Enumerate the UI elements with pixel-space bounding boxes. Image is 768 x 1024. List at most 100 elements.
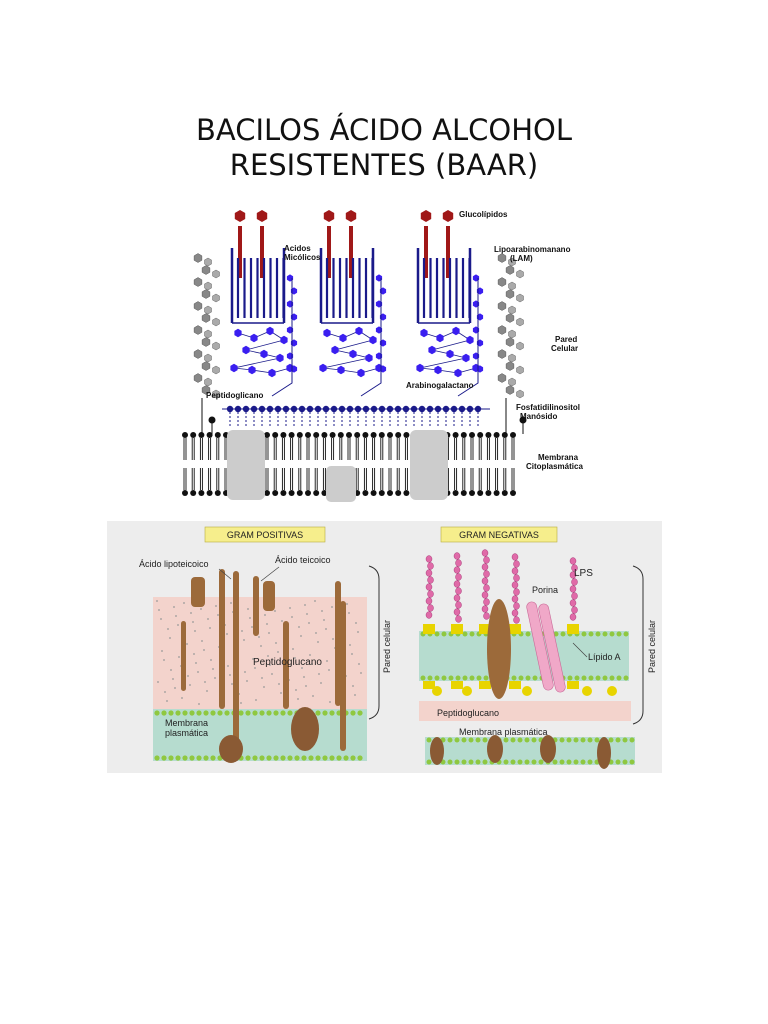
- arabino-link: [271, 278, 293, 397]
- texture-dot: [189, 684, 191, 686]
- lipid-head: [447, 737, 453, 743]
- lam-sugar: [508, 329, 516, 339]
- lipid-head: [378, 490, 385, 496]
- lipid-head: [580, 737, 586, 743]
- texture-dot: [163, 659, 165, 661]
- lipid-head: [573, 737, 579, 743]
- lipid-head: [161, 755, 167, 761]
- lps-sugar: [511, 595, 519, 603]
- lipid-head: [532, 675, 538, 681]
- lps-sugar: [571, 606, 578, 614]
- lipid-head: [224, 710, 230, 716]
- gp-teichoic-rods: [181, 569, 346, 761]
- arabino-sugar: [323, 328, 331, 338]
- lipid-head: [602, 675, 608, 681]
- texture-dot: [325, 628, 327, 630]
- lam-sugar: [204, 353, 212, 363]
- lipid-head: [264, 490, 270, 496]
- texture-dot: [204, 681, 206, 683]
- lps-sugar: [481, 577, 489, 585]
- lipid-head: [455, 675, 461, 681]
- lam-sugar: [508, 305, 516, 315]
- lps-chains: [423, 549, 617, 696]
- lipid-head: [482, 737, 488, 743]
- lipid-head: [517, 737, 523, 743]
- lipid-head: [196, 710, 202, 716]
- lps-sugar: [425, 555, 433, 563]
- arabino-sugar: [434, 365, 442, 375]
- texture-dot: [315, 632, 317, 634]
- label-acidos: Acidos: [284, 244, 311, 253]
- periplasmic-protein: [582, 686, 592, 696]
- texture-dot: [355, 622, 357, 624]
- arabino-sugar: [416, 363, 424, 373]
- lipid-head: [588, 631, 594, 637]
- texture-dot: [217, 614, 219, 616]
- lps-sugar: [511, 553, 519, 561]
- lps-sugar: [455, 573, 462, 581]
- lipid-head: [206, 432, 213, 438]
- lipid-head: [587, 759, 593, 765]
- lipid-head: [475, 759, 481, 765]
- texture-dot: [314, 600, 316, 602]
- lipid-head: [525, 675, 531, 681]
- lipid-head: [203, 710, 209, 716]
- arabino-sugar: [420, 328, 428, 338]
- porina: [538, 603, 566, 693]
- label-pared-2: Celular: [551, 344, 578, 353]
- gram-positive-header: GRAM POSITIVAS: [227, 530, 303, 540]
- lipid-head: [370, 490, 377, 496]
- lipid-head: [524, 737, 530, 743]
- arabino-sugar: [365, 353, 373, 363]
- lam-sugar: [508, 281, 516, 291]
- lam-sugar: [505, 289, 515, 299]
- texture-dot: [209, 627, 211, 629]
- lipid-head: [203, 755, 209, 761]
- texture-dot: [317, 641, 319, 643]
- label-lipido-a: Lípido A: [588, 652, 621, 662]
- arabino-sugar: [349, 349, 357, 359]
- periplasmic-protein: [432, 686, 442, 696]
- lps-sugar: [483, 612, 490, 620]
- lipid-head: [629, 759, 635, 765]
- lipid-head: [280, 710, 286, 716]
- lipid-head: [296, 432, 303, 438]
- lipid-head: [434, 631, 440, 637]
- label-membrana: Membrana Citoplasmática: [526, 453, 583, 471]
- glucolipid-head: [442, 210, 454, 222]
- lipid-head: [273, 710, 279, 716]
- gn-outer-membrane: [419, 631, 629, 681]
- lipid-head: [447, 759, 453, 765]
- lipoprotein: [509, 681, 521, 689]
- lipid-head: [321, 490, 328, 496]
- lipid-head: [354, 432, 361, 438]
- teichoic-rod: [181, 621, 186, 691]
- arabino-sugar: [446, 349, 454, 359]
- texture-dot: [210, 659, 212, 661]
- lps-sugar: [481, 605, 489, 613]
- texture-dot: [241, 630, 243, 632]
- lipid-head: [510, 759, 516, 765]
- porina: [526, 601, 554, 691]
- lipid-head: [594, 737, 600, 743]
- arabino-sugar: [369, 335, 377, 345]
- lipid-head: [154, 755, 160, 761]
- lipid-head: [321, 432, 328, 438]
- arabino-sugar: [331, 345, 339, 355]
- texture-dot: [207, 618, 209, 620]
- lipid-head: [322, 710, 328, 716]
- lipoprotein: [423, 681, 435, 689]
- lipid-head: [566, 759, 572, 765]
- texture-dot: [358, 663, 360, 665]
- texture-dot: [212, 668, 214, 670]
- texture-dot: [227, 665, 229, 667]
- lps-sugar: [453, 566, 461, 574]
- texture-dot: [214, 677, 216, 679]
- glucolipid-head: [420, 210, 432, 222]
- label-pared-celular-gn: Pared celular: [647, 620, 657, 673]
- lipid-head: [294, 755, 300, 761]
- lps-sugar: [455, 559, 462, 567]
- lipid-head: [287, 710, 293, 716]
- lipid-head: [454, 759, 460, 765]
- lipid-head: [538, 759, 544, 765]
